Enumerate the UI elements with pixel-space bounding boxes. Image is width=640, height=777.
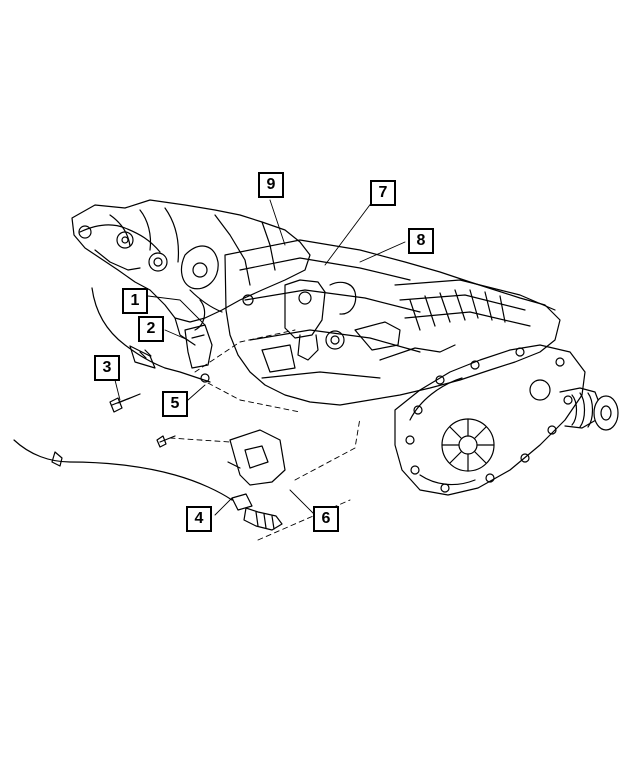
callout-4[interactable]: 4 xyxy=(186,506,212,532)
callout-1[interactable]: 1 xyxy=(122,288,148,314)
shift-cable-lower xyxy=(13,439,283,531)
callout-3[interactable]: 3 xyxy=(94,355,120,381)
shift-cable xyxy=(91,287,211,383)
leader-lines xyxy=(114,197,406,516)
callout-2[interactable]: 2 xyxy=(138,316,164,342)
bracket-6 xyxy=(227,429,286,486)
callout-8[interactable]: 8 xyxy=(408,228,434,254)
callout-9[interactable]: 9 xyxy=(258,172,284,198)
callout-5[interactable]: 5 xyxy=(162,391,188,417)
transmission-housing xyxy=(224,239,561,406)
callout-6[interactable]: 6 xyxy=(313,506,339,532)
bolt-upper-bracket xyxy=(156,435,176,448)
engine-block xyxy=(71,199,311,346)
bolt-3 xyxy=(109,393,141,413)
cable-bracket-upper xyxy=(184,324,213,369)
transfer-case xyxy=(394,344,619,496)
callout-7[interactable]: 7 xyxy=(370,180,396,206)
